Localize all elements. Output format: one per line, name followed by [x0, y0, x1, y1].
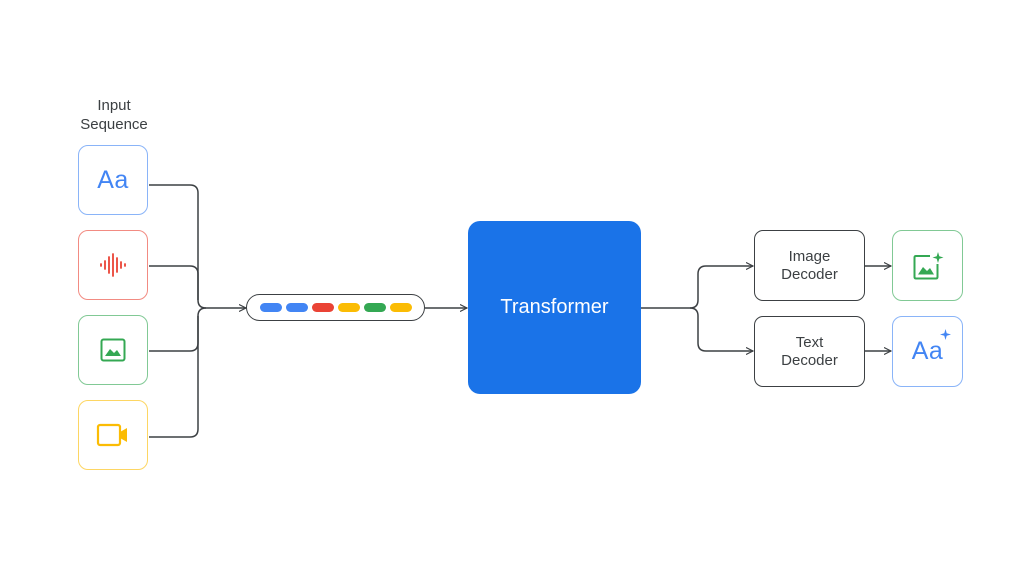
token-sequence — [246, 294, 425, 321]
wire-audio — [149, 265, 199, 300]
output-image-box — [892, 230, 963, 301]
text-decoder-box: Text Decoder — [754, 316, 865, 387]
image-icon — [100, 338, 126, 362]
image-decoder-line2: Decoder — [781, 265, 838, 283]
text-decoder-line1: Text — [795, 333, 824, 351]
image-decoder-box: Image Decoder — [754, 230, 865, 301]
token-5 — [389, 303, 412, 312]
input-title-line2: Sequence — [80, 116, 148, 133]
input-image-box — [78, 315, 148, 385]
token-2 — [311, 303, 334, 312]
token-4 — [363, 303, 386, 312]
text-sparkle-icon: Aa — [911, 329, 952, 366]
transformer-label: Transformer — [500, 296, 609, 318]
video-camera-icon — [96, 423, 127, 447]
input-video-box — [78, 400, 148, 470]
wire-to-text-decoder — [689, 307, 753, 351]
wire-video — [149, 316, 199, 438]
image-sparkle-icon — [913, 251, 943, 279]
transformer-block: Transformer — [468, 221, 641, 394]
sparkle-icon — [940, 329, 952, 340]
input-title-line1: Input — [97, 97, 131, 114]
token-3 — [337, 303, 360, 312]
image-decoder-line1: Image — [788, 247, 831, 265]
text-aa-icon: Aa — [97, 165, 129, 194]
input-audio-box — [78, 230, 148, 300]
wire-text — [149, 184, 246, 308]
waveform-icon — [100, 253, 126, 277]
wire-to-image-decoder — [689, 266, 753, 309]
input-text-box: Aa — [78, 145, 148, 215]
output-text-box: Aa — [892, 316, 963, 387]
token-1 — [285, 303, 308, 312]
token-0 — [259, 303, 282, 312]
text-decoder-line2: Decoder — [781, 351, 838, 369]
output-aa-glyph: Aa — [911, 337, 944, 365]
input-sequence-title: Input Sequence — [60, 96, 168, 134]
